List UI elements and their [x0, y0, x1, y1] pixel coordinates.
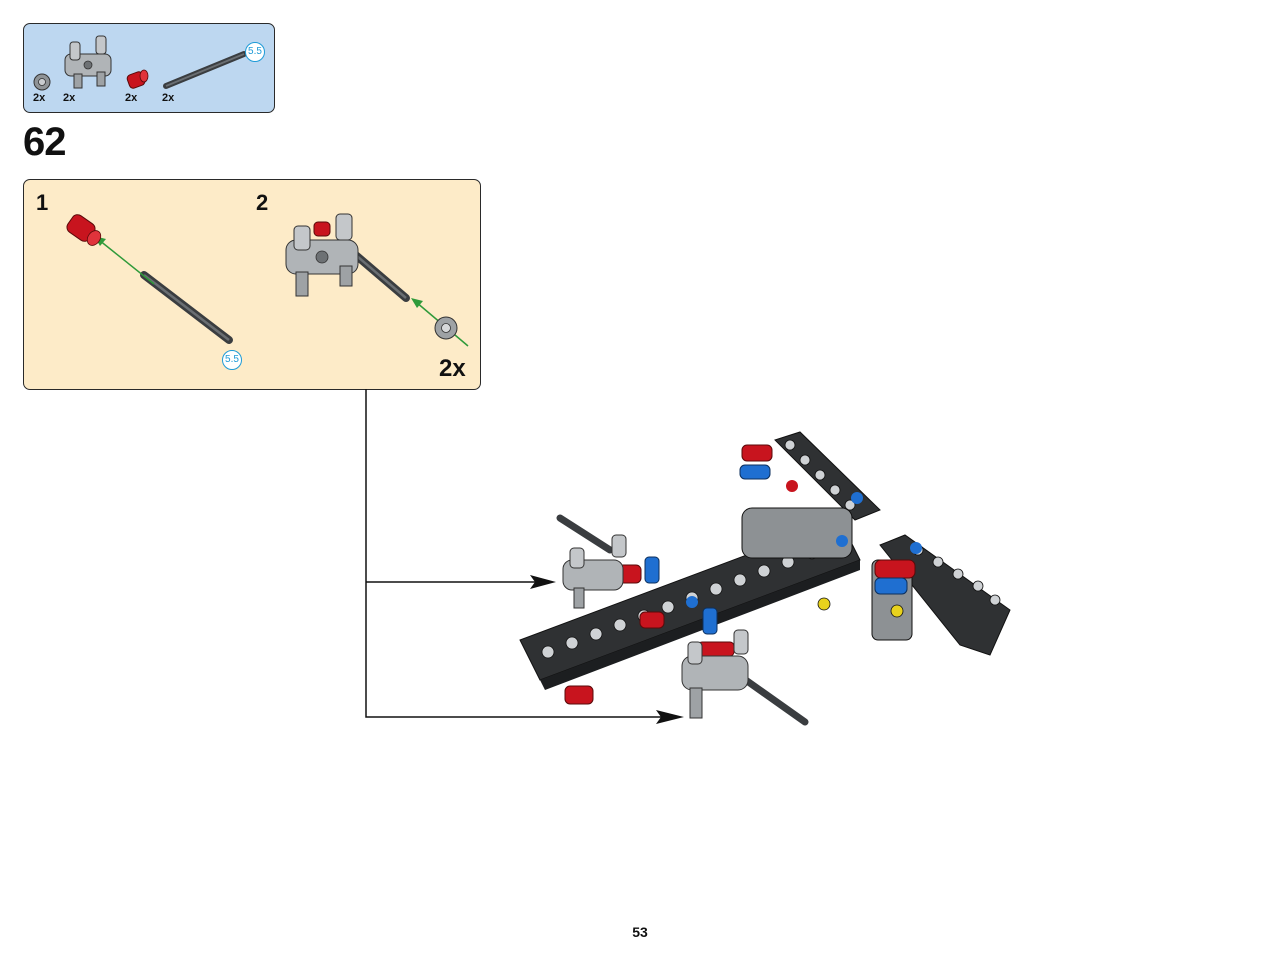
right-beam-illustration: [871, 534, 1011, 656]
lower-cross-block-assembly: [681, 629, 809, 726]
axle-qty: 2x: [162, 92, 175, 104]
bush-icon: [434, 316, 458, 340]
parts-list-illustration: [33, 35, 247, 91]
parts-list-box: 2x 2x 2x 2x 5.5: [23, 23, 275, 113]
arrow-head-upper: [530, 575, 556, 589]
red-pin-icon: [66, 214, 102, 246]
sub-step-1-length-badge: 5.5: [222, 350, 242, 370]
cross-block-qty: 2x: [63, 92, 76, 104]
sub-step-2-number: 2: [256, 190, 269, 215]
cross-block-icon: [285, 213, 359, 297]
step-number: 62: [23, 120, 66, 164]
sub-step-2-illustration: [285, 213, 469, 347]
axle-part-icon: [163, 51, 247, 89]
upper-cross-block-assembly: [556, 514, 627, 609]
sub-assembly-box: 1 2: [23, 179, 481, 390]
page-number: 53: [632, 924, 648, 940]
arrow-head-lower: [656, 710, 684, 724]
sub-assembly-multiplier: 2x: [439, 355, 466, 382]
sub-step-1-number: 1: [36, 190, 49, 215]
red-pin-qty: 2x: [125, 92, 138, 104]
bush-part-icon: [33, 73, 51, 91]
sub-assembly-illustration: [66, 213, 469, 347]
red-pin-part-icon: [126, 69, 149, 89]
sub-step-1-illustration: [66, 214, 233, 344]
axle-length-badge: 5.5: [245, 42, 265, 62]
bush-qty: 2x: [33, 92, 46, 104]
cross-block-part-icon: [64, 35, 112, 89]
